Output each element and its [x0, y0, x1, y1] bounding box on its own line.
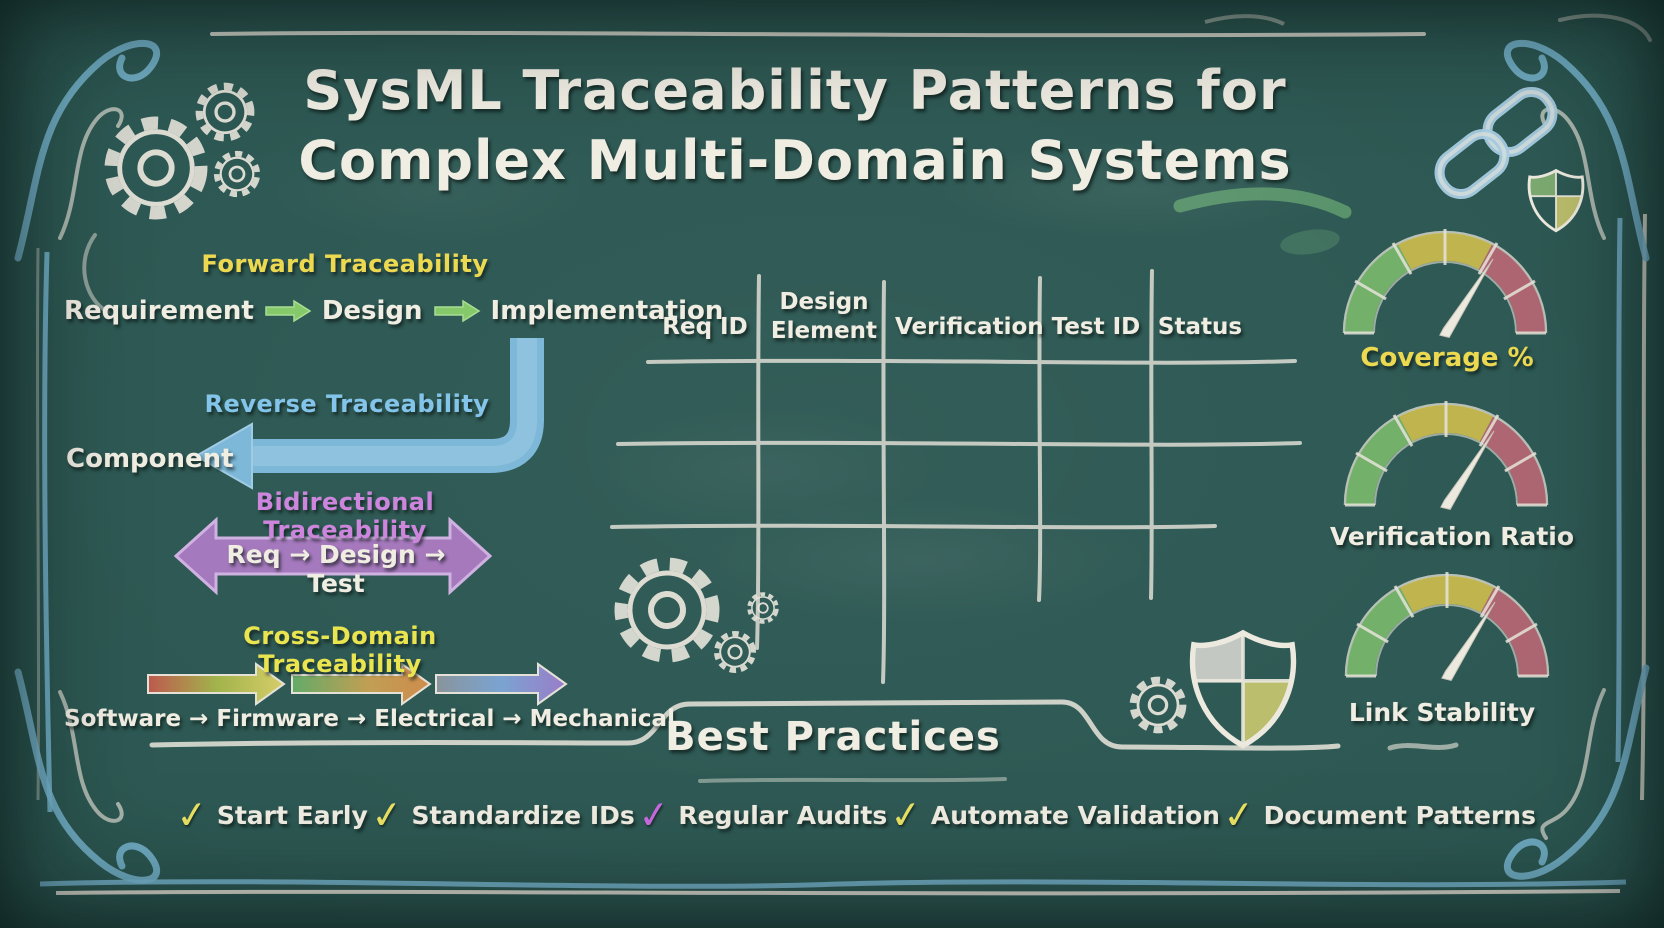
chain-link-icon	[1434, 86, 1558, 200]
reverse-source-label: Component	[66, 444, 234, 474]
best-practice-item: ✓ Standardize IDs	[368, 791, 635, 839]
cross-domain-arrow-2	[291, 662, 432, 706]
link-stability-gauge-label: Link Stability	[1348, 698, 1536, 727]
shield-icon	[1527, 168, 1587, 233]
gear-icon	[194, 81, 255, 142]
checkmark-icon: ✓	[635, 791, 672, 839]
gear-icon	[616, 559, 717, 660]
green-swoosh	[1173, 187, 1352, 255]
gear-icon	[211, 148, 263, 200]
forward-traceability-flow: Requirement Design Implementation	[64, 296, 723, 326]
reverse-arrow	[193, 338, 544, 490]
corner-flourish-bottom-right	[1503, 664, 1650, 880]
page-title: SysML Traceability Patterns for Complex …	[290, 56, 1300, 196]
forward-traceability-label: Forward Traceability	[201, 250, 489, 278]
best-practices-title: Best Practices	[665, 714, 1001, 760]
flow-step: Requirement	[64, 296, 254, 326]
best-practice-item: ✓ Automate Validation	[887, 791, 1220, 839]
bidirectional-traceability-label: Bidirectional Traceability	[255, 488, 435, 544]
link-stability-gauge	[1346, 572, 1548, 680]
bidirectional-flow: Req → Design → Test	[226, 540, 446, 598]
shield-icon	[1188, 628, 1301, 750]
cross-domain-flow: Software → Firmware → Electrical → Mecha…	[64, 706, 675, 732]
checkmark-icon: ✓	[887, 791, 925, 839]
best-practice-item: ✓ Start Early	[173, 791, 368, 839]
coverage-gauge-label: Coverage %	[1360, 343, 1534, 373]
cross-domain-traceability-label: Cross-Domain Traceability	[243, 622, 437, 678]
best-practice-label: Document Patterns	[1263, 800, 1536, 830]
traceability-matrix-grid	[610, 269, 1302, 684]
bidirectional-arrow	[173, 516, 493, 596]
cross-domain-arrow-3	[435, 662, 568, 706]
green-arrow-icon	[265, 299, 312, 323]
best-practices-list: ✓ Start Early ✓ Standardize IDs ✓ Regula…	[173, 791, 1536, 839]
best-practice-label: Standardize IDs	[411, 800, 635, 830]
checkmark-icon: ✓	[368, 791, 405, 839]
gear-icon	[744, 589, 782, 627]
title-line-1: SysML Traceability Patterns for	[303, 59, 1287, 122]
checkmark-icon: ✓	[1220, 791, 1257, 839]
matrix-column-header: Status	[1157, 314, 1243, 340]
chalk-frame	[35, 14, 1647, 896]
best-practice-item: ✓ Regular Audits	[635, 791, 888, 839]
best-practices-banner-line	[149, 699, 1459, 783]
corner-flourish-bottom-left	[14, 668, 161, 884]
title-line-2: Complex Multi-Domain Systems	[298, 129, 1292, 192]
matrix-column-header: Test ID	[1051, 314, 1141, 340]
best-practice-label: Automate Validation	[930, 800, 1220, 830]
checkmark-icon: ✓	[173, 791, 211, 839]
gear-icon	[105, 117, 207, 219]
reverse-traceability-label: Reverse Traceability	[204, 390, 490, 418]
corner-flourish-top-left	[14, 39, 161, 314]
flow-step: Implementation	[490, 296, 724, 326]
verification-ratio-gauge	[1345, 401, 1547, 509]
best-practice-label: Regular Audits	[678, 800, 888, 830]
matrix-column-header: Req ID	[662, 314, 748, 340]
gear-icon	[1129, 676, 1187, 734]
gear-icon	[712, 629, 758, 675]
matrix-column-header: Verification	[895, 314, 1044, 340]
corner-flourish-top-right	[1503, 13, 1652, 262]
best-practice-item: ✓ Document Patterns	[1220, 791, 1536, 839]
best-practice-label: Start Early	[216, 800, 368, 830]
matrix-column-header: Design Element	[770, 289, 878, 344]
coverage-gauge	[1344, 229, 1546, 337]
cross-domain-arrow-1	[147, 662, 286, 706]
verification-ratio-gauge-label: Verification Ratio	[1329, 522, 1575, 551]
flow-step: Design	[321, 296, 423, 326]
green-arrow-icon	[433, 299, 480, 323]
